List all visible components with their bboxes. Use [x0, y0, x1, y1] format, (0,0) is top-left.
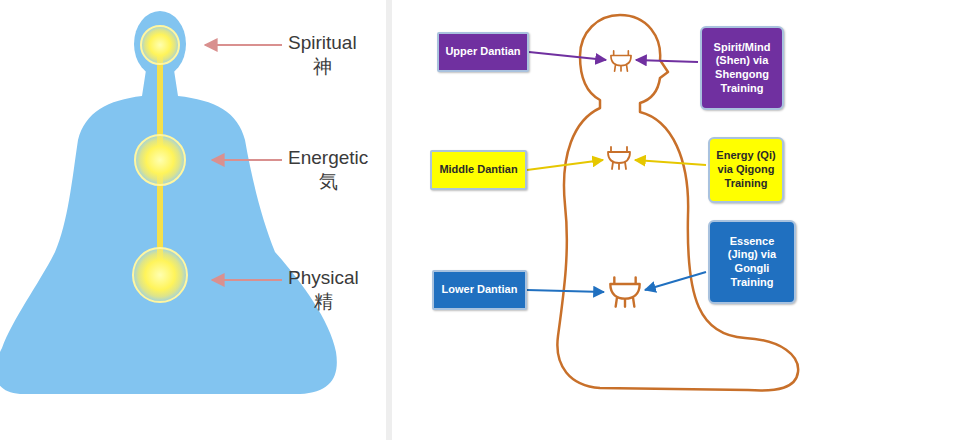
- pointer-arrows: [527, 52, 706, 292]
- meditating-figure: [0, 11, 337, 394]
- box-text: Energy (Qi) via Qigong Training: [715, 149, 777, 190]
- box-text: Lower Dantian: [442, 283, 518, 297]
- dantian-box: Middle Dantian: [430, 150, 527, 190]
- dantian-box: Energy (Qi) via Qigong Training: [708, 137, 784, 203]
- box-text: Essence (Jing) via Gongli Training: [715, 235, 789, 290]
- sitting-figure-outline: [557, 15, 798, 390]
- dantian-box: Lower Dantian: [432, 270, 527, 310]
- box-text: Middle Dantian: [439, 163, 517, 177]
- dantian-box: Spirit/Mind (Shen) via Shengong Training: [700, 26, 784, 110]
- level-label: Energetic 気: [288, 146, 368, 194]
- dantian-box: Essence (Jing) via Gongli Training: [708, 220, 796, 304]
- box-text: Spirit/Mind (Shen) via Shengong Training: [707, 41, 777, 96]
- level-label: Spiritual 神: [288, 31, 357, 79]
- panel-divider: [386, 0, 392, 440]
- box-text: Upper Dantian: [445, 45, 520, 59]
- dantian-box: Upper Dantian: [437, 32, 529, 72]
- cauldron-symbols: [608, 51, 640, 307]
- pointer-arrows: [205, 45, 282, 280]
- level-label: Physical 精: [288, 266, 359, 314]
- energy-centers: [133, 26, 187, 302]
